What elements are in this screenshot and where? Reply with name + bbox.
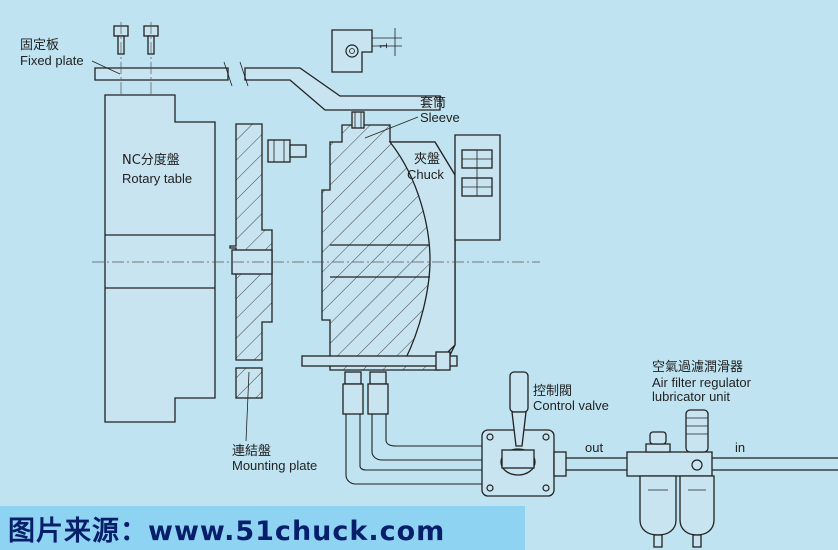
chuck-jaws	[454, 134, 501, 241]
fixed-plate-label-cn: 固定板	[20, 38, 59, 53]
rotary-table-label-en: Rotary table	[122, 171, 192, 186]
fixed-plate-leader	[91, 60, 121, 75]
sleeve-label-cn: 套筒	[420, 95, 446, 111]
control-valve	[481, 371, 555, 497]
control-valve-label-cn: 控制閥	[533, 384, 572, 399]
control-valve-label-en: Control valve	[533, 398, 609, 413]
mounting-plate	[229, 123, 273, 399]
mounting-screw	[267, 139, 307, 163]
out-label: out	[585, 440, 603, 455]
air-unit-label-en-line2: lubricator unit	[652, 389, 730, 404]
chuck-label-cn: 夾盤	[414, 152, 440, 167]
air-hoses	[345, 414, 488, 485]
chuck-body	[321, 111, 456, 371]
in-label: in	[735, 440, 745, 455]
fixed-plate	[94, 61, 441, 111]
air-fittings	[342, 371, 389, 415]
air-unit-label-en-line1: Air filter regulator	[652, 375, 752, 390]
air-filter-regulator-lubricator-unit	[626, 409, 715, 548]
source-banner-text: 图片来源：www.51chuck.com	[8, 515, 446, 547]
rotary-table	[104, 94, 216, 423]
mounting-plate-leader	[245, 371, 250, 442]
rotary-table-label-cn: NC分度盤	[122, 152, 180, 168]
sleeve-label-en: Sleeve	[420, 110, 460, 125]
fixed-plate-label-en: Fixed plate	[20, 53, 84, 68]
air-unit-label-cn: 空氣過濾潤滑器	[652, 360, 743, 375]
fixed-plate-bolts	[113, 22, 159, 100]
mounting-plate-label-en: Mounting plate	[232, 458, 317, 473]
chuck-base-rod	[301, 351, 458, 371]
sleeve-detail-view	[331, 28, 402, 73]
dimension-label: 1	[378, 43, 390, 49]
source-banner: 图片来源：www.51chuck.com	[0, 506, 525, 550]
chuck-label-en: Chuck	[407, 167, 444, 182]
mounting-plate-label-cn: 連結盤	[232, 444, 271, 459]
supply-line	[553, 451, 838, 477]
sleeve-leader	[364, 116, 419, 139]
